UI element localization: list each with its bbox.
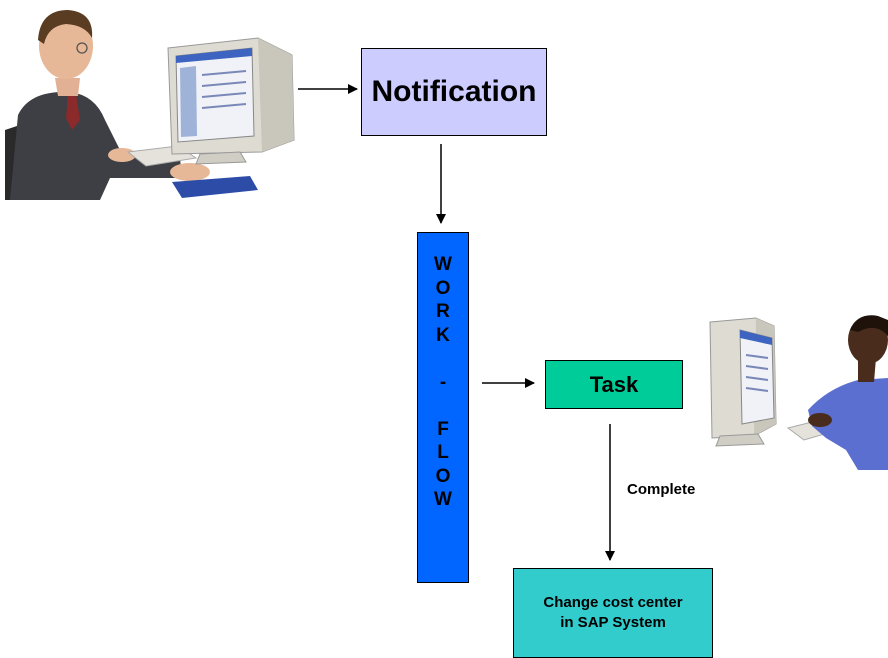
workflow-letter: F [437, 418, 449, 440]
person-at-computer-right-icon [709, 315, 888, 470]
task-label: Task [589, 371, 639, 397]
workflow-letter: R [436, 301, 450, 322]
workflow-letter: K [436, 324, 450, 346]
workflow-letter: O [435, 277, 451, 299]
notification-label: Notification [371, 75, 537, 108]
person-at-computer-left-icon [5, 10, 295, 200]
complete-edge-label: Complete [627, 481, 696, 498]
workflow-letter: W [434, 489, 452, 510]
sap-change-node: Change cost center in SAP System [513, 568, 713, 658]
workflow-letter: L [437, 442, 449, 463]
workflow-letter: - [439, 371, 447, 393]
notification-node: Notification [361, 48, 547, 136]
sap-label-line2: in SAP System [560, 614, 666, 631]
workflow-letter: W [434, 254, 452, 275]
sap-label-line1: Change cost center [543, 593, 683, 611]
task-node: Task [545, 360, 683, 409]
workflow-letter: O [435, 465, 451, 487]
